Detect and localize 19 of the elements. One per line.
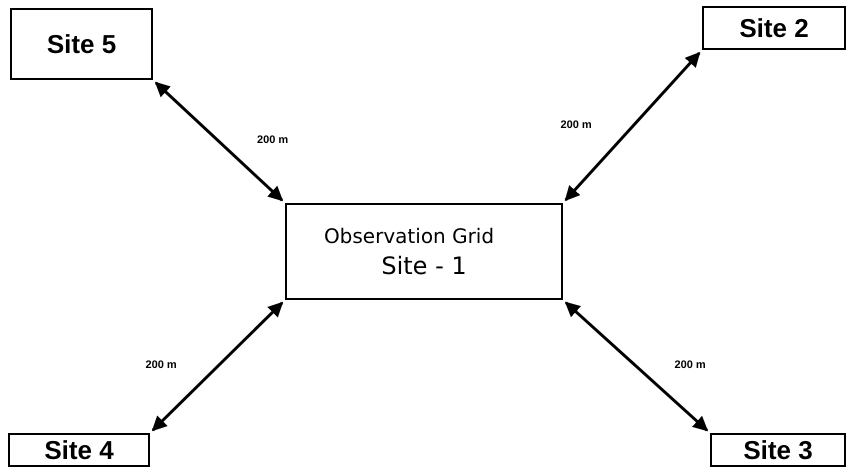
- site-label: Site 2: [739, 12, 809, 44]
- site-box: [702, 6, 846, 50]
- distance-label: 200 m: [144, 358, 178, 370]
- double-arrow: [154, 82, 284, 202]
- site-label: Site 3: [743, 434, 813, 466]
- distance-label: 200 m: [560, 118, 593, 130]
- distance-label: 200 m: [674, 358, 707, 370]
- site-label: Site - 1: [381, 252, 467, 280]
- site-box: [8, 433, 150, 467]
- distance-label: 200 m: [256, 134, 290, 146]
- double-arrow: [564, 302, 708, 432]
- site-label: Site 4: [44, 434, 114, 466]
- double-arrow: [152, 302, 284, 432]
- double-arrow: [564, 52, 700, 202]
- site-box: [710, 433, 846, 467]
- site-box: [10, 8, 153, 80]
- site-label: Site 5: [46, 28, 116, 60]
- grid-title: Observation Grid: [324, 224, 494, 248]
- site-box: [285, 203, 563, 300]
